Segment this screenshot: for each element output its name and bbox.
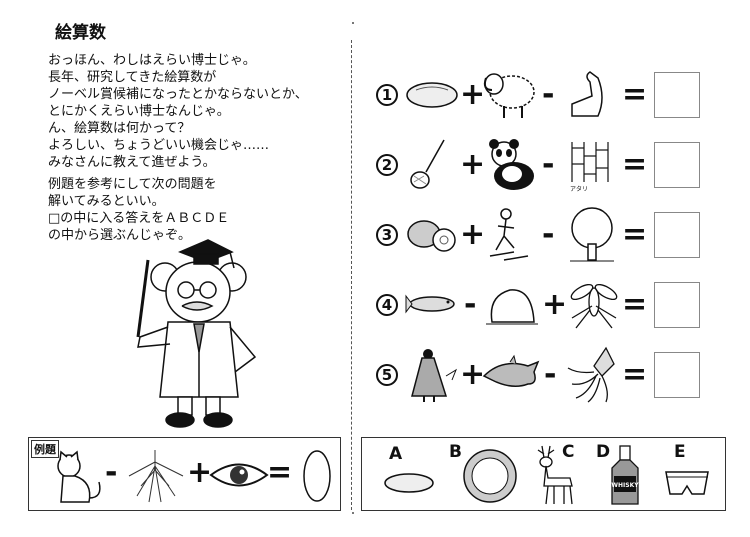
operator-equals: = (622, 217, 648, 252)
problem-row-5: 5 + - = (372, 346, 712, 406)
choice-letter-c[interactable]: C (562, 442, 575, 462)
example-label: 例題 (31, 440, 59, 458)
operator-equals: = (267, 455, 293, 490)
problem-number: 3 (376, 224, 398, 246)
example-panel: 例題 - + = (28, 437, 341, 511)
cat-icon (57, 450, 101, 503)
mosquito-icon (570, 283, 618, 329)
problem-row-3: 3 + - = (372, 206, 712, 266)
operator-equals: = (622, 287, 648, 322)
instructions-text: 例題を参考にして次の問題を 解いてみるといい。 □の中に入る答えをＡＢＣＤＥ の… (48, 177, 230, 243)
operator-plus: + (542, 287, 568, 322)
net-icon (410, 139, 445, 189)
amida-note: アタリ (570, 186, 589, 193)
intro-text: おっほん、わしはえらい博士じゃ。 長年、研究してきた絵算数が ノーベル賞候補にな… (48, 53, 308, 170)
amida-icon (571, 142, 609, 182)
operator-minus: - (542, 77, 555, 112)
problem-number: 1 (376, 84, 398, 106)
cloak-man-icon (411, 349, 458, 402)
problem-number: 2 (376, 154, 398, 176)
problem-row-2: 2 + - アタリ = (372, 136, 712, 196)
rice-grain-icon (303, 450, 331, 502)
roots-icon (128, 450, 184, 503)
underpants-icon[interactable] (664, 468, 710, 500)
crop-mark (352, 512, 354, 514)
choice-letter-e[interactable]: E (674, 442, 686, 462)
choices-panel: A B C D WHISKY E (361, 437, 726, 511)
bread-icon[interactable] (384, 472, 434, 494)
operator-minus: - (544, 357, 557, 392)
operator-minus: - (542, 217, 555, 252)
operator-equals: = (622, 77, 648, 112)
skier-icon (489, 208, 529, 261)
problem-row-1: 1 + - = (372, 66, 712, 126)
bread-icon (406, 82, 458, 108)
crop-mark (352, 22, 354, 24)
choice-letter-b[interactable]: B (449, 442, 462, 462)
panda-icon (489, 139, 534, 190)
problem-number: 4 (376, 294, 398, 316)
operator-plus: + (460, 217, 486, 252)
rock-icon (486, 289, 538, 325)
answer-box[interactable] (654, 212, 700, 258)
answer-box[interactable] (654, 72, 700, 118)
page-title: 絵算数 (55, 23, 106, 43)
tree-icon (570, 207, 614, 262)
eye-icon (209, 463, 269, 487)
professor-illustration (136, 239, 257, 428)
answer-box[interactable] (654, 142, 700, 188)
arm-icon (571, 71, 603, 117)
page-divider (351, 40, 352, 510)
problem-number: 5 (376, 364, 398, 386)
operator-equals: = (622, 357, 648, 392)
operator-equals: = (622, 147, 648, 182)
whisky-label: WHISKY (611, 482, 639, 489)
problem-row-4: 4 - + = (372, 276, 712, 336)
choice-letter-d[interactable]: D (596, 442, 611, 462)
dolphin-icon (482, 354, 540, 387)
operator-plus: + (187, 455, 213, 490)
operator-minus: - (464, 287, 477, 322)
answer-box[interactable] (654, 282, 700, 328)
whisky-bottle-icon[interactable]: WHISKY (608, 444, 642, 506)
operator-plus: + (460, 147, 486, 182)
choice-letter-a[interactable]: A (389, 444, 403, 464)
squid-icon (567, 346, 615, 403)
kiwi-icon (407, 220, 456, 252)
coconut-icon[interactable] (462, 448, 518, 504)
sheep-icon (483, 73, 535, 118)
answer-box[interactable] (654, 352, 700, 398)
operator-minus: - (542, 147, 555, 182)
fish-icon (405, 294, 455, 314)
deer-icon[interactable] (532, 444, 576, 506)
operator-minus: - (105, 455, 118, 490)
operator-plus: + (460, 357, 486, 392)
operator-plus: + (460, 77, 486, 112)
